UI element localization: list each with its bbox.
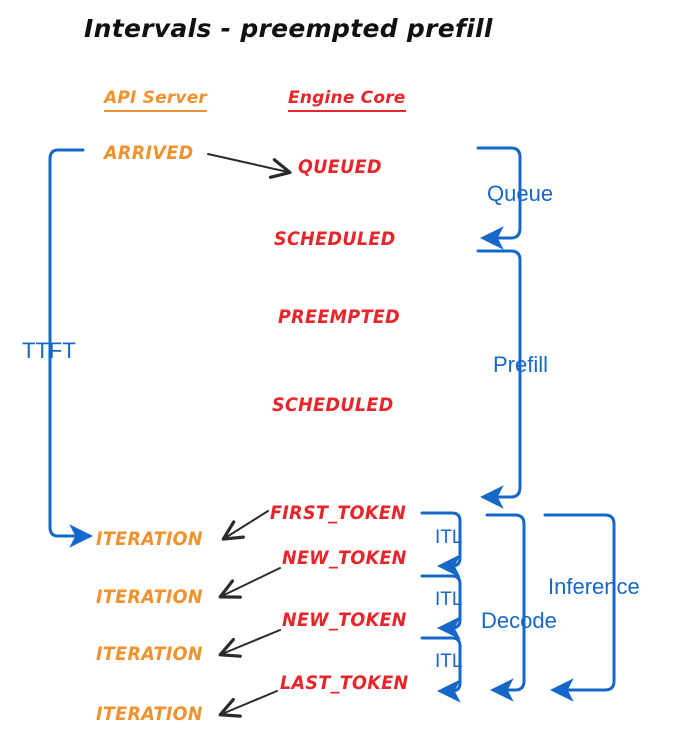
arrow-last-token-to-iteration — [218, 690, 278, 718]
column-header-engine-core: Engine Core — [288, 88, 406, 112]
event-scheduled-2: SCHEDULED — [272, 394, 394, 416]
interval-label-decode: Decode — [481, 608, 557, 633]
column-header-api-server-label: API Server — [104, 88, 208, 112]
column-header-engine-core-label: Engine Core — [288, 88, 406, 112]
bracket-decode — [485, 513, 526, 702]
event-last-token: LAST_TOKEN — [280, 672, 409, 694]
arrow-new-token-1-to-iteration — [218, 567, 281, 599]
diagram-title: Intervals - preempted prefill — [84, 14, 493, 43]
event-arrived: ARRIVED — [104, 142, 194, 164]
arrow-arrived-to-queued — [207, 153, 292, 179]
interval-label-queue: Queue — [487, 181, 554, 206]
arrow-first-token-to-iteration — [221, 510, 269, 541]
arrow-new-token-2-to-iteration — [218, 629, 281, 658]
event-first-token: FIRST_TOKEN — [270, 502, 407, 524]
event-iteration-1: ITERATION — [96, 528, 203, 550]
event-new-token-2: NEW_TOKEN — [282, 609, 407, 631]
event-iteration-2: ITERATION — [96, 586, 203, 608]
interval-label-ttft: TTFT — [22, 338, 76, 363]
event-new-token-1: NEW_TOKEN — [282, 547, 407, 569]
interval-label-prefill: Prefill — [493, 352, 549, 377]
event-scheduled-1: SCHEDULED — [274, 228, 396, 250]
event-queued: QUEUED — [298, 156, 382, 178]
interval-label-itl-3: ITL — [435, 651, 463, 672]
column-header-api-server: API Server — [104, 88, 208, 112]
interval-label-itl-2: ITL — [435, 589, 463, 610]
event-preempted: PREEMPTED — [278, 306, 401, 328]
interval-label-itl-1: ITL — [435, 527, 463, 548]
interval-label-inference: Inference — [548, 574, 640, 599]
event-iteration-3: ITERATION — [96, 643, 203, 665]
event-iteration-4: ITERATION — [96, 703, 203, 725]
bracket-inference — [543, 513, 616, 702]
